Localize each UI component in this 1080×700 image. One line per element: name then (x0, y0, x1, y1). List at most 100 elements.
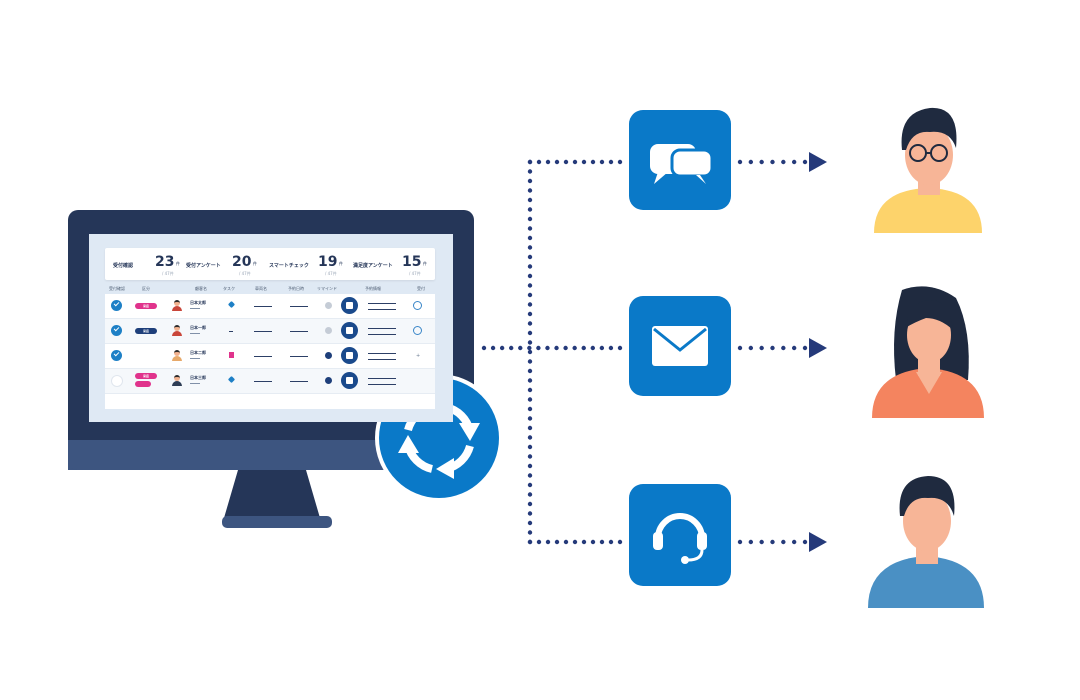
stat-unit: 件 (423, 261, 427, 266)
stat-unit: 件 (339, 261, 343, 266)
customer-name[interactable]: 日本一郎 (190, 325, 206, 330)
column-header[interactable]: 受付確認 (109, 286, 125, 291)
connector-dot (572, 159, 578, 165)
checked-icon[interactable] (111, 325, 122, 336)
connector-dot (791, 539, 797, 545)
connector-dot (527, 397, 533, 402)
connectors (481, 159, 808, 545)
stat-label: 受付確認 (113, 263, 134, 269)
connector-dot (527, 520, 533, 526)
table-row[interactable]: 来店 日本一郎 (105, 319, 435, 344)
connector-dot (563, 159, 569, 165)
connector-dot (527, 511, 533, 516)
monitor-neck (224, 470, 320, 518)
stat-label: 満足度アンケート (353, 263, 393, 269)
connector-dot (527, 311, 533, 317)
table-row[interactable]: 来店 日本太郎 (105, 294, 435, 319)
avatar (172, 375, 182, 387)
avatar (172, 300, 182, 312)
connector-dot (536, 539, 542, 545)
customer-name[interactable]: 日本二郎 (190, 350, 206, 355)
connector-dot (563, 539, 569, 545)
alert-icon (325, 352, 332, 359)
connector-dot (590, 345, 595, 351)
connector-dot (748, 159, 754, 165)
column-header[interactable]: 顧客名 (195, 286, 207, 291)
calendar-icon[interactable] (341, 347, 358, 364)
connector-dot (748, 345, 754, 351)
connector-dot (527, 340, 533, 345)
table-row[interactable]: 来店 日本三郎 (105, 369, 435, 394)
column-header[interactable]: タスク (223, 286, 235, 291)
connector-dot (572, 345, 577, 351)
connector-dot (527, 359, 533, 364)
connector-dot (527, 387, 533, 393)
stat-count: 19 (318, 254, 338, 270)
add-icon[interactable]: + (416, 353, 421, 359)
arrow-to-person-2 (809, 338, 827, 358)
connector-dot (527, 345, 532, 351)
connector-dot (527, 539, 533, 545)
connector-dot (802, 345, 808, 351)
connector-dot (599, 345, 605, 351)
connector-dot (527, 207, 533, 212)
status-badge (139, 353, 153, 359)
arrowheads (809, 152, 827, 552)
connector-dot (527, 368, 533, 374)
column-header[interactable]: 予約情報 (365, 286, 381, 291)
connector-dot (527, 406, 533, 412)
column-header[interactable]: リマインド (317, 286, 337, 291)
table-row[interactable]: 日本二郎 + (105, 344, 435, 369)
connector-dot (770, 159, 775, 165)
stat-unit: 件 (253, 261, 257, 266)
connector-dot (748, 539, 754, 545)
calendar-icon[interactable] (341, 372, 358, 389)
man-avatar (868, 476, 984, 608)
connector-dot (527, 492, 533, 497)
connector-dot (509, 345, 514, 351)
column-header[interactable]: 予約日時 (288, 286, 304, 291)
tag-icon (227, 375, 236, 384)
man-glasses-avatar (874, 107, 982, 233)
column-header[interactable]: 区分 (142, 286, 150, 291)
received-icon[interactable] (413, 301, 422, 310)
stat-total: / 47件 (325, 271, 337, 276)
calendar-icon[interactable] (341, 322, 358, 339)
flag-icon (229, 352, 234, 358)
connector-dot (545, 159, 551, 165)
arrow-to-person-1 (809, 152, 827, 172)
arrow-to-person-3 (809, 532, 827, 552)
connector-dot (527, 435, 533, 440)
connector-dot (737, 539, 743, 545)
column-header[interactable]: 受付 (417, 286, 425, 291)
calendar-icon[interactable] (341, 297, 358, 314)
stats-bar: 受付確認 23 件 / 47件 受付アンケート 20 件 / 47件 スマートチ… (105, 248, 435, 280)
tag-icon (227, 300, 236, 309)
connector-dot (527, 454, 533, 459)
envelope-icon (652, 326, 708, 366)
connector-dot (527, 530, 533, 535)
channel-email (629, 296, 731, 396)
connector-dot (802, 539, 808, 545)
stat-label: スマートチェック (269, 263, 309, 269)
phone-tile (629, 484, 731, 586)
customer-name[interactable]: 日本三郎 (190, 375, 206, 380)
column-header[interactable]: 車両名 (255, 286, 267, 291)
connector-dot (581, 539, 587, 545)
connector-dot (527, 216, 533, 222)
connector-dot (481, 345, 487, 351)
status-badge: 来店 (135, 328, 157, 334)
reservation-table: 来店 日本太郎 来店 日本一郎 (105, 294, 435, 409)
connector-dot (518, 345, 523, 351)
connector-dot (527, 283, 533, 288)
connector-dot (527, 349, 533, 355)
checked-icon[interactable] (111, 350, 122, 361)
connector-dot (554, 159, 560, 165)
checked-icon[interactable] (111, 300, 122, 311)
connector-dot (781, 159, 786, 165)
channel-phone (629, 484, 731, 586)
received-icon[interactable] (413, 326, 422, 335)
unchecked-icon[interactable] (111, 375, 123, 387)
connector-dot (527, 197, 533, 203)
customer-name[interactable]: 日本太郎 (190, 300, 206, 305)
